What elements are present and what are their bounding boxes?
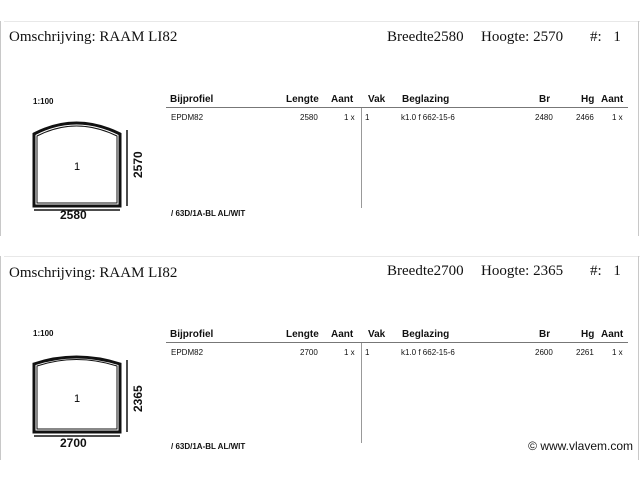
item-number-label: #:	[590, 263, 602, 279]
cell-hg: 2261	[576, 348, 594, 357]
watermark: © www.vlavem.com	[528, 439, 633, 453]
col-lengte: Lengte	[286, 94, 319, 105]
col-hg: Hg	[581, 94, 595, 105]
cell-bijprofiel: EPDM82	[171, 113, 204, 122]
item-number: #: 1	[590, 263, 621, 280]
item-number-label: #:	[590, 29, 602, 45]
cell-aant: 1 x	[344, 348, 355, 357]
cell-beglazing: k1.0 f 662-15-6	[401, 113, 455, 122]
column-divider	[361, 108, 362, 208]
col-br: Br	[539, 329, 551, 340]
cell-aant-2: 1 x	[612, 348, 623, 357]
col-lengte: Lengte	[286, 329, 319, 340]
width-dimension: 2700	[60, 436, 87, 450]
hoogte-label: Hoogte:	[481, 29, 530, 45]
cell-br: 2600	[535, 348, 553, 357]
column-divider	[361, 343, 362, 443]
item-number: #: 1	[590, 29, 621, 46]
col-aant-2: Aant	[601, 94, 624, 105]
col-vak: Vak	[368, 94, 386, 105]
breedte: Breedte2580	[387, 29, 464, 46]
description-value: RAAM LI82	[99, 265, 178, 281]
window-drawing: 1	[24, 116, 136, 212]
description-label: Omschrijving:	[9, 265, 96, 281]
breedte: Breedte2700	[387, 263, 464, 280]
sheet-top-border	[4, 21, 640, 22]
cell-lengte: 2580	[300, 113, 318, 122]
sheet-right-border	[638, 21, 639, 236]
sheet-left-border	[0, 21, 1, 236]
arched-window-shape: 1	[32, 121, 128, 211]
cell-bijprofiel: EPDM82	[171, 348, 204, 357]
scale-label: 1:100	[33, 329, 54, 338]
cell-lengte: 2700	[300, 348, 318, 357]
header-divider	[166, 107, 628, 108]
cell-aant: 1 x	[344, 113, 355, 122]
description-label: Omschrijving:	[9, 29, 96, 45]
sheet-left-border	[0, 256, 1, 460]
profile-code: / 63D/1A-BL AL/WIT	[171, 442, 246, 451]
col-bijprofiel: Bijprofiel	[170, 94, 214, 105]
breedte-value: 2580	[433, 29, 464, 45]
width-dimension: 2580	[60, 208, 87, 222]
item-number-value: 1	[613, 29, 621, 45]
hoogte-value: 2365	[533, 263, 564, 279]
cell-hg: 2466	[576, 113, 594, 122]
col-aant-2: Aant	[601, 329, 624, 340]
col-bijprofiel: Bijprofiel	[170, 329, 214, 340]
col-beglazing: Beglazing	[402, 94, 450, 105]
window-sheet-1: Omschrijving: RAAM LI82 Breedte2580 Hoog…	[0, 21, 640, 236]
breedte-label: Breedte	[387, 263, 434, 279]
col-aant: Aant	[331, 329, 354, 340]
cell-br: 2480	[535, 113, 553, 122]
sheet-top-border	[4, 256, 640, 257]
col-br: Br	[539, 94, 551, 105]
cell-vak: 1	[365, 348, 370, 357]
height-dimension: 2570	[131, 151, 145, 178]
scale-label: 1:100	[33, 97, 54, 106]
description: Omschrijving: RAAM LI82	[9, 29, 177, 46]
header-divider	[166, 342, 628, 343]
arched-window-shape: 1	[32, 355, 128, 437]
height-dimension: 2365	[131, 385, 145, 412]
cell-aant-2: 1 x	[612, 113, 623, 122]
sheet-right-border	[638, 256, 639, 460]
hoogte: Hoogte: 2570	[481, 29, 563, 46]
col-beglazing: Beglazing	[402, 329, 450, 340]
profile-code: / 63D/1A-BL AL/WIT	[171, 209, 246, 218]
description: Omschrijving: RAAM LI82	[9, 265, 177, 282]
pane-number: 1	[74, 161, 80, 173]
window-sheet-2: Omschrijving: RAAM LI82 Breedte2700 Hoog…	[0, 240, 640, 480]
cell-beglazing: k1.0 f 662-15-6	[401, 348, 455, 357]
cell-vak: 1	[365, 113, 370, 122]
col-hg: Hg	[581, 329, 595, 340]
window-drawing: 1	[24, 350, 136, 442]
item-number-value: 1	[613, 263, 621, 279]
description-value: RAAM LI82	[99, 29, 178, 45]
hoogte: Hoogte: 2365	[481, 263, 563, 280]
hoogte-value: 2570	[533, 29, 564, 45]
pane-number: 1	[74, 393, 80, 405]
breedte-label: Breedte	[387, 29, 434, 45]
hoogte-label: Hoogte:	[481, 263, 530, 279]
col-vak: Vak	[368, 329, 386, 340]
col-aant: Aant	[331, 94, 354, 105]
breedte-value: 2700	[433, 263, 464, 279]
